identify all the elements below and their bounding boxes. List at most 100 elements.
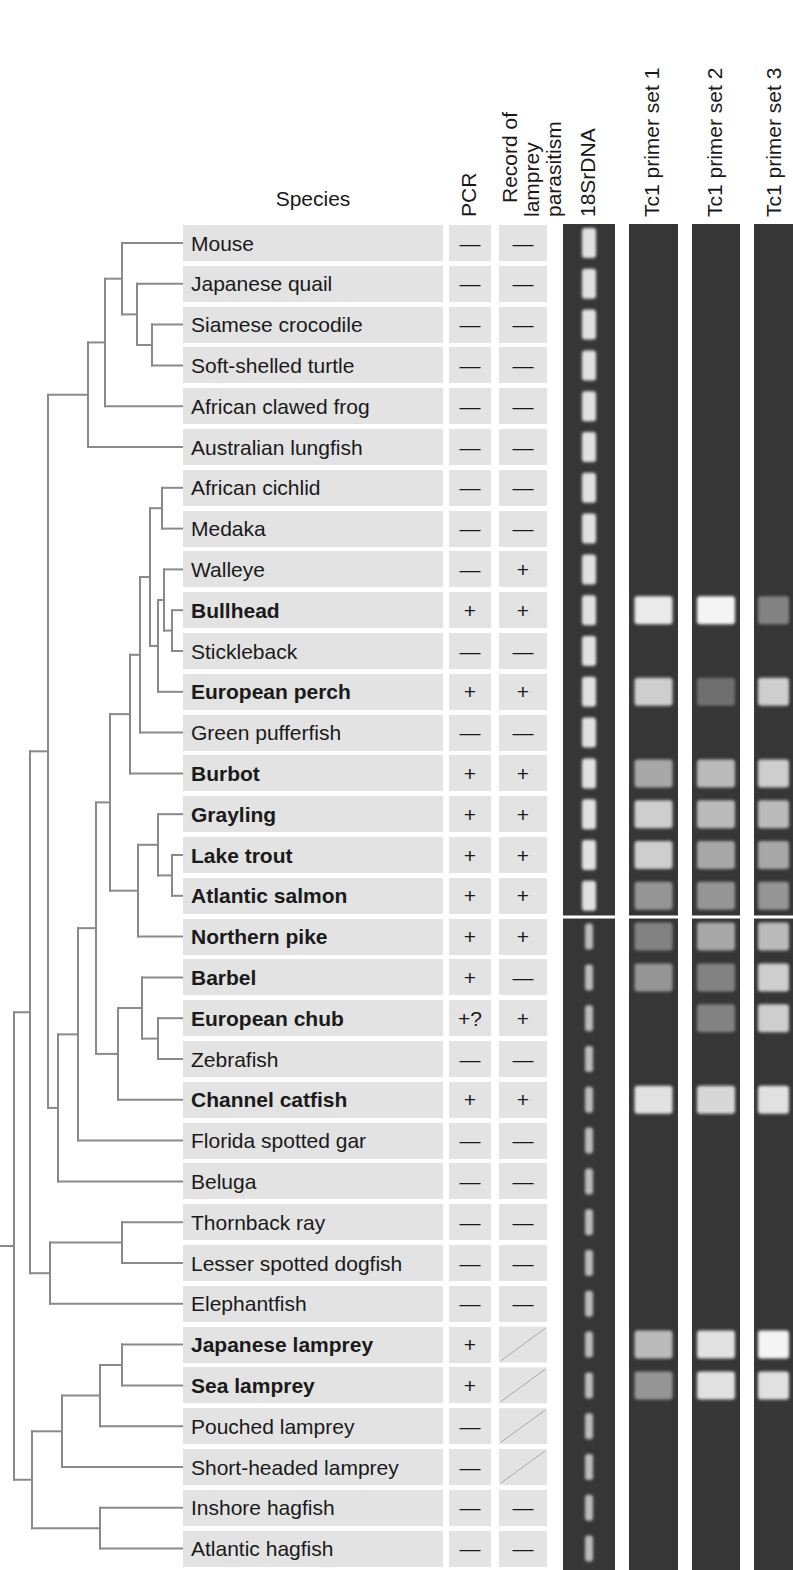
pcr-result-cell: — — [449, 1041, 491, 1077]
pcr-result-cell: + — [449, 1367, 491, 1403]
gel-band — [582, 554, 596, 584]
result-mark: + — [464, 845, 476, 866]
species-name: Burbot — [191, 763, 260, 784]
empty-cell — [499, 1408, 547, 1444]
tree-branch — [32, 1430, 62, 1432]
result-mark: — — [513, 641, 534, 662]
tree-branch — [50, 1242, 122, 1244]
tree-branch — [158, 813, 183, 815]
parasitism-record-cell: + — [499, 674, 547, 710]
tree-branch — [122, 313, 137, 315]
tree-branch — [150, 507, 162, 509]
result-mark: + — [464, 1089, 476, 1110]
pcr-result-cell: + — [449, 674, 491, 710]
tree-branch — [122, 1384, 183, 1386]
pcr-result-cell: +? — [449, 1000, 491, 1036]
species-cell: Medaka — [183, 511, 443, 547]
gel-band — [582, 677, 596, 707]
gel-band — [758, 923, 789, 951]
result-mark: + — [517, 804, 529, 825]
tree-branch — [105, 278, 122, 280]
gel-band — [585, 1087, 593, 1113]
parasitism-record-cell: — — [499, 1041, 547, 1077]
species-name: African cichlid — [191, 477, 321, 498]
species-name: Siamese crocodile — [191, 314, 363, 335]
parasitism-record-cell: — — [499, 388, 547, 424]
tree-branch — [162, 528, 183, 530]
tree-branch — [162, 487, 183, 489]
tree-branch — [100, 1364, 122, 1366]
tree-branch — [142, 1038, 158, 1040]
species-cell: African cichlid — [183, 470, 443, 506]
result-mark: — — [460, 233, 481, 254]
tree-branch — [172, 650, 183, 652]
gel-band — [635, 678, 673, 706]
species-name: Pouched lamprey — [191, 1416, 354, 1437]
species-name: Northern pike — [191, 926, 328, 947]
pcr-result-cell: — — [449, 388, 491, 424]
lane-header: Tc1 primer set 3 — [763, 68, 785, 217]
result-mark: — — [460, 1130, 481, 1151]
pcr-result-cell: — — [449, 307, 491, 343]
gel-band — [582, 514, 596, 544]
tree-branch — [30, 750, 48, 752]
species-name: Channel catfish — [191, 1089, 347, 1110]
pcr-result-cell: — — [449, 1531, 491, 1567]
result-mark: — — [513, 437, 534, 458]
parasitism-record-cell: + — [499, 796, 547, 832]
tree-branch — [96, 801, 110, 803]
lane-header: 18SrDNA — [577, 128, 599, 217]
result-mark: + — [464, 1334, 476, 1355]
diagonal-slash — [501, 1410, 545, 1442]
tree-branch — [88, 446, 183, 448]
result-mark: — — [460, 1538, 481, 1559]
gel-band — [585, 1372, 593, 1398]
parasitism-record-cell: — — [499, 633, 547, 669]
result-mark: — — [513, 1049, 534, 1070]
species-name: Stickleback — [191, 641, 297, 662]
tree-branch — [96, 1053, 118, 1055]
result-mark: + — [464, 804, 476, 825]
gel-band — [585, 1495, 593, 1521]
result-mark: + — [517, 600, 529, 621]
pcr-result-cell: — — [449, 1490, 491, 1526]
gel-band — [582, 432, 596, 462]
species-name: Australian lungfish — [191, 437, 363, 458]
species-cell: Japanese quail — [183, 266, 443, 302]
gel-band — [582, 840, 596, 870]
tree-branch — [48, 1107, 58, 1109]
tree-branch — [62, 1466, 183, 1468]
result-mark: — — [513, 967, 534, 988]
species-cell: Elephantfish — [183, 1286, 443, 1322]
gel-band — [585, 1128, 593, 1154]
gel-band — [758, 1331, 789, 1359]
species-cell: Lake trout — [183, 837, 443, 873]
gel-band — [697, 678, 735, 706]
species-cell: Lesser spotted dogfish — [183, 1245, 443, 1281]
gel-background — [692, 224, 740, 1570]
tree-branch — [140, 732, 183, 734]
tree-branch — [158, 874, 172, 876]
species-cell: Sea lamprey — [183, 1367, 443, 1403]
parasitism-record-cell: — — [499, 347, 547, 383]
gel-band — [758, 759, 789, 787]
result-mark: + — [517, 1089, 529, 1110]
tree-branch — [88, 341, 105, 343]
result-mark: — — [460, 1212, 481, 1233]
tree-branch — [172, 895, 183, 897]
parasitism-record-cell: — — [499, 1286, 547, 1322]
pcr-result-cell: — — [449, 1163, 491, 1199]
empty-record-cells — [499, 1327, 547, 1485]
result-mark: + — [517, 1008, 529, 1029]
parasitism-record-cell: — — [499, 429, 547, 465]
result-mark: — — [460, 518, 481, 539]
species-name: Barbel — [191, 967, 256, 988]
result-mark: + — [464, 1375, 476, 1396]
gel-band — [635, 1331, 673, 1359]
species-cell: African clawed frog — [183, 388, 443, 424]
pcr-result-cell: — — [449, 347, 491, 383]
parasitism-record-cell: — — [499, 1245, 547, 1281]
species-name: Green pufferfish — [191, 722, 341, 743]
gel-band — [582, 636, 596, 666]
gel-band — [585, 1413, 593, 1439]
